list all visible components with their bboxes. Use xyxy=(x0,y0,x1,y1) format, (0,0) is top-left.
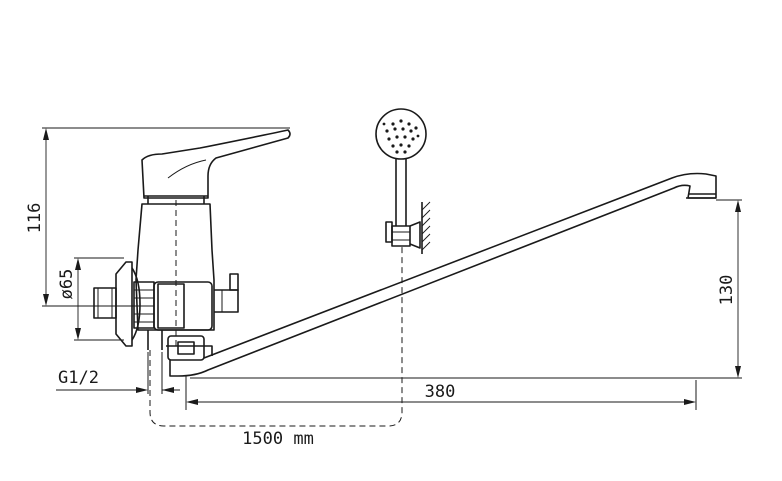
mixer-body xyxy=(135,195,239,350)
dim-130-label: 130 xyxy=(717,275,737,306)
shower-hose: 1500 mm xyxy=(149,246,403,449)
hose-length-label: 1500 mm xyxy=(242,429,314,449)
hand-shower xyxy=(375,108,427,247)
dim-380-label: 380 xyxy=(425,382,456,402)
dimension-diameter-65: ø65 xyxy=(57,258,81,340)
dimension-length-380: 380 xyxy=(186,382,696,405)
hand-shower-icon xyxy=(375,108,427,160)
dim-116-label: 116 xyxy=(25,203,45,234)
wall-bracket-icon xyxy=(385,201,431,254)
wall-connector xyxy=(93,261,155,347)
dim-65-label: ø65 xyxy=(57,269,77,300)
dimension-thread-g12: G1/2 xyxy=(56,368,180,393)
dimension-height-130: 130 xyxy=(717,200,741,378)
swivel-spout xyxy=(147,172,717,377)
shower-nozzles xyxy=(382,119,420,154)
dimension-height-116: 116 xyxy=(25,128,49,306)
extension-lines xyxy=(42,127,742,410)
dim-g12-label: G1/2 xyxy=(58,368,99,388)
mixer-lever-handle xyxy=(141,129,291,199)
